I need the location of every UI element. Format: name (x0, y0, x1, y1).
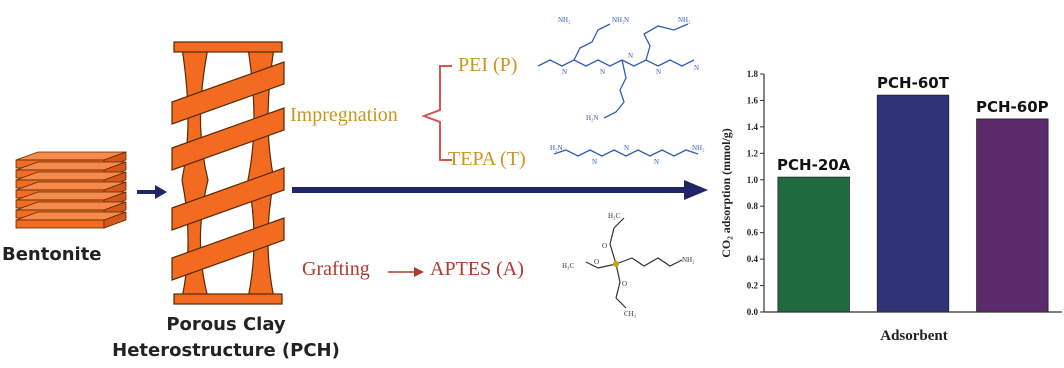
y-tick-label: 1.0 (747, 175, 759, 185)
svg-text:O: O (594, 258, 599, 266)
bar-pch-60t (876, 94, 950, 313)
tepa-molecule: H₂N N N N NH₂ (550, 144, 705, 166)
y-tick-label: 0.2 (747, 281, 759, 291)
grafting-arrow-icon (388, 267, 424, 277)
impregnation-label: Impregnation (290, 104, 398, 126)
svg-text:N: N (628, 52, 633, 60)
bar-label-pch-60t: PCH-60T (877, 74, 950, 92)
pch-structure (171, 41, 285, 305)
svg-text:H₂N: H₂N (550, 144, 563, 152)
bar-label-pch-20a: PCH-20A (777, 156, 851, 174)
main-arrow-icon (292, 180, 708, 200)
y-tick-label: 1.2 (747, 148, 759, 158)
svg-text:O: O (622, 280, 627, 288)
svg-text:CH₃: CH₃ (624, 310, 637, 318)
bar-pch-20a (777, 176, 850, 313)
svg-text:NH₂: NH₂ (612, 16, 625, 24)
y-axis-label: CO₂ adsorption (mmol/g) (719, 128, 733, 258)
svg-text:N: N (624, 16, 629, 24)
svg-text:N: N (694, 64, 699, 72)
svg-text:H₃C: H₃C (562, 262, 574, 270)
tepa-label: TEPA (T) (448, 148, 526, 170)
svg-text:N: N (562, 68, 567, 76)
svg-text:N: N (600, 68, 605, 76)
y-tick-label: 1.8 (747, 69, 759, 79)
pei-label: PEI (P) (458, 54, 518, 76)
grafting-label: Grafting (302, 258, 370, 280)
svg-text:NH₂: NH₂ (682, 256, 695, 264)
bentonite-label: Bentonite (2, 244, 102, 265)
aptes-label: APTES (A) (430, 258, 524, 280)
svg-text:H₃C: H₃C (608, 212, 620, 220)
bar-pch-60p (976, 118, 1049, 313)
impregnation-bracket (421, 65, 452, 161)
pch-label-line2: Heterostructure (PCH) (112, 340, 340, 361)
bentonite-layer (15, 219, 105, 229)
y-tick-label: 1.6 (747, 95, 759, 105)
bentonite-stack (15, 151, 127, 229)
y-tick-label: 0.6 (747, 228, 759, 238)
svg-text:O: O (602, 242, 607, 250)
svg-text:H₂N: H₂N (586, 114, 599, 122)
pch-label-line1: Porous Clay (166, 314, 286, 335)
y-tick-label: 0.4 (747, 254, 759, 264)
svg-text:N: N (656, 68, 661, 76)
svg-text:N: N (624, 144, 629, 152)
svg-text:N: N (654, 158, 659, 166)
svg-text:NH₂: NH₂ (678, 16, 691, 24)
small-arrow-icon (137, 185, 167, 199)
svg-text:NH₂: NH₂ (692, 144, 705, 152)
bar-label-pch-60p: PCH-60P (976, 98, 1049, 116)
y-tick-label: 1.4 (747, 122, 759, 132)
co2-bar-chart: 0.0 0.2 0.4 0.6 0.8 1.0 1.2 1.4 1.6 1.8 PCH-20A PC… (719, 69, 1062, 344)
y-tick-label: 0.8 (747, 201, 759, 211)
svg-text:NH₂: NH₂ (558, 16, 571, 24)
svg-text:N: N (592, 158, 597, 166)
x-axis-label: Adsorbent (880, 328, 948, 344)
y-tick-label: 0.0 (747, 307, 759, 317)
